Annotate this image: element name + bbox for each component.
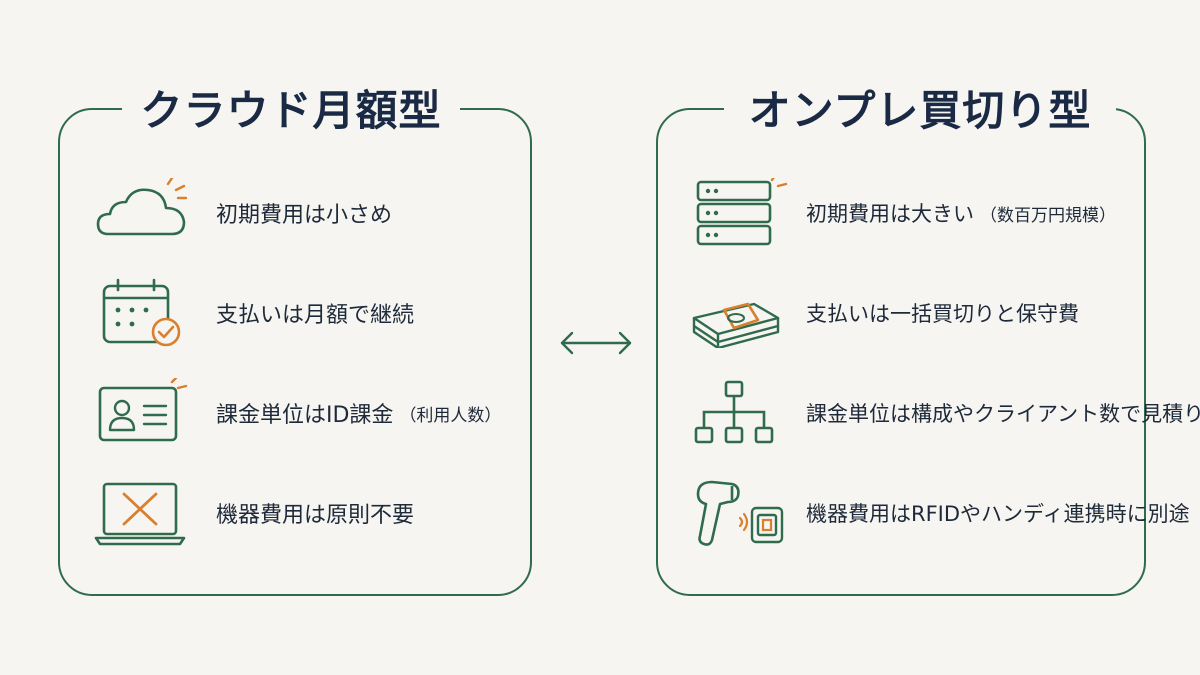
cloud-item-initial-cost: 初期費用は小さめ xyxy=(94,178,514,248)
hierarchy-icon xyxy=(694,380,774,444)
cloud-item-billing-unit-text: 課金単位はID課金（利用人数） xyxy=(216,403,502,428)
onprem-item-initial-cost-text: 初期費用は大きい（数百万円規模） xyxy=(806,202,1116,226)
double-arrow-icon xyxy=(560,331,632,355)
cloud-item-initial-cost-text: 初期費用は小さめ xyxy=(216,203,393,228)
onprem-item-initial-cost: 初期費用は大きい（数百万円規模） xyxy=(688,178,1138,248)
barcode-scanner-rfid-icon xyxy=(696,480,784,546)
onprem-item-payment: 支払いは一括買切りと保守費 xyxy=(688,278,1138,348)
server-icon xyxy=(696,178,788,246)
laptop-cross-icon xyxy=(94,482,186,546)
id-card-icon xyxy=(98,378,188,442)
onprem-item-device-cost-text: 機器費用はRFIDやハンディ連携時に別途 xyxy=(806,502,1190,526)
onprem-panel-title: オンプレ買切り型 xyxy=(724,78,1116,136)
onprem-item-billing-unit-text: 課金単位は構成やクライアント数で見積り xyxy=(806,402,1200,426)
calendar-check-icon xyxy=(102,278,181,347)
onprem-item-payment-text: 支払いは一括買切りと保守費 xyxy=(806,302,1079,326)
cloud-icon xyxy=(96,178,188,236)
cloud-item-payment-text: 支払いは月額で継続 xyxy=(216,303,415,328)
cloud-panel-title: クラウド月額型 xyxy=(122,78,460,136)
cloud-item-device-cost-text: 機器費用は原則不要 xyxy=(216,503,415,528)
cloud-item-payment: 支払いは月額で継続 xyxy=(94,278,514,348)
money-stack-icon xyxy=(692,302,780,348)
onprem-item-device-cost: 機器費用はRFIDやハンディ連携時に別途 xyxy=(688,478,1190,548)
cloud-item-device-cost: 機器費用は原則不要 xyxy=(94,478,514,548)
cloud-item-billing-unit: 課金単位はID課金（利用人数） xyxy=(94,378,514,448)
onprem-item-billing-unit: 課金単位は構成やクライアント数で見積り xyxy=(688,378,1200,448)
